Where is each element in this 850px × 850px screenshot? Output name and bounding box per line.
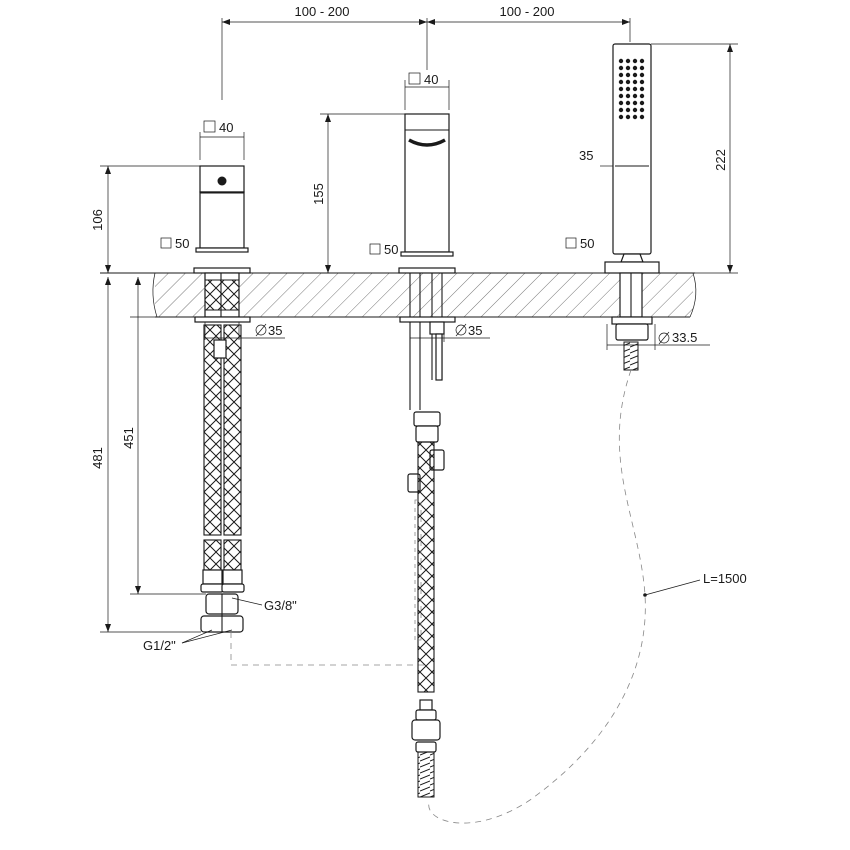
square-symbol-icon [160, 237, 172, 249]
handshower-under-counter: 33.5 L=1500 [428, 272, 747, 824]
spout-square-label: 40 [424, 72, 438, 87]
mixer-square-label: 40 [219, 120, 233, 135]
height-222-label: 222 [713, 149, 728, 171]
handshower-diameter-label: 33.5 [672, 330, 697, 345]
thread-g12-label: G1/2" [143, 638, 176, 653]
hose-length-label: L=1500 [703, 571, 747, 586]
mixer-body: 40 50 106 [90, 120, 251, 274]
mixer-diameter-label: 35 [268, 323, 282, 338]
height-155-label: 155 [311, 183, 326, 205]
spout-base-square-label: 50 [384, 242, 398, 257]
mixer-base-square-label: 50 [175, 236, 189, 251]
height-106-label: 106 [90, 209, 105, 231]
spout-under-counter: 35 [399, 273, 490, 798]
handshower-width-label: 35 [579, 148, 593, 163]
mixer-under-counter: 35 G3/8" G1/2" 451 481 [90, 272, 427, 666]
square-symbol-icon [203, 120, 216, 133]
handshower-body: 35 50 222 [565, 43, 738, 274]
square-symbol-icon [408, 72, 421, 85]
length-451-label: 451 [121, 427, 136, 449]
handshower-square-label: 50 [580, 236, 594, 251]
thread-g38-label: G3/8" [264, 598, 297, 613]
spout-diameter-label: 35 [468, 323, 482, 338]
length-481-label: 481 [90, 447, 105, 469]
spacing-right-label: 100 - 200 [500, 4, 555, 19]
spray-nozzles [618, 58, 645, 120]
spacing-left-label: 100 - 200 [295, 4, 350, 19]
worktop-section [100, 272, 697, 318]
square-symbol-icon [369, 243, 381, 255]
spout-body: 40 50 155 [311, 72, 456, 274]
spacing-dimensions: 100 - 200 100 - 200 [221, 4, 631, 100]
square-symbol-icon [565, 237, 577, 249]
